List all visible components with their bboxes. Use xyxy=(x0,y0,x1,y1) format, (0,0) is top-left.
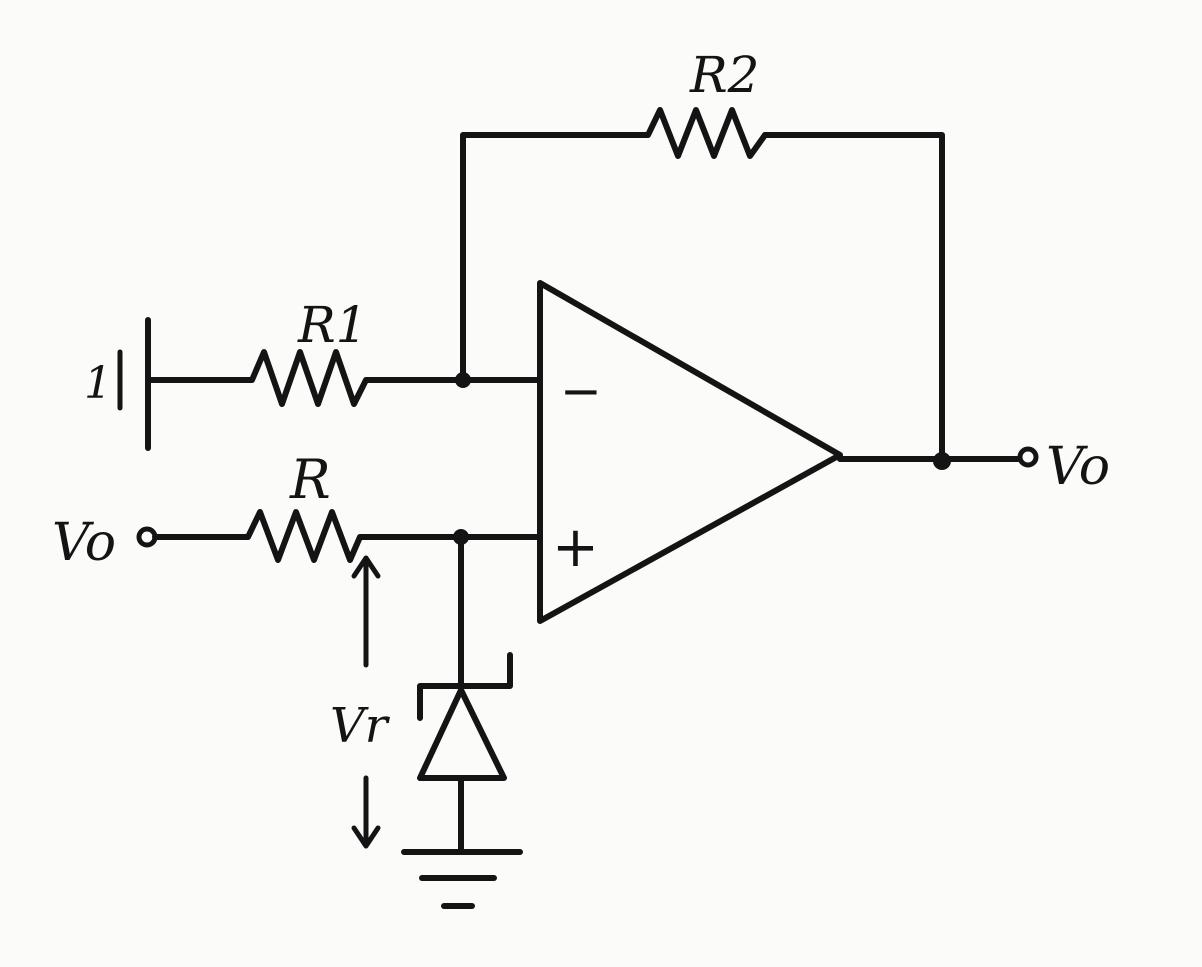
label-r2: R2 xyxy=(689,46,759,104)
label-input-mark: 1 xyxy=(84,358,112,409)
resistor-r xyxy=(235,509,375,563)
zener-diode xyxy=(417,687,507,781)
terminal-vo-out xyxy=(1017,446,1039,468)
minus-sign: − xyxy=(560,362,602,420)
plus-sign: + xyxy=(552,515,599,580)
label-r1: R1 xyxy=(297,296,367,354)
label-vo-in: Vo xyxy=(52,513,116,573)
vr-arrow-down-head xyxy=(351,825,381,849)
junction-output xyxy=(933,452,951,470)
feedback-wire-left xyxy=(460,132,635,383)
feedback-wire-right xyxy=(762,132,945,465)
resistor-r1 xyxy=(239,349,383,407)
label-vr: Vr xyxy=(330,698,391,754)
op-amp xyxy=(537,280,843,624)
label-vo-out: Vo xyxy=(1046,437,1110,497)
label-r: R xyxy=(289,448,331,511)
zener-cathode-bar xyxy=(417,652,513,721)
vr-arrow-up-head xyxy=(351,555,381,579)
junction-inverting xyxy=(455,372,471,388)
resistor-r2 xyxy=(629,107,768,159)
